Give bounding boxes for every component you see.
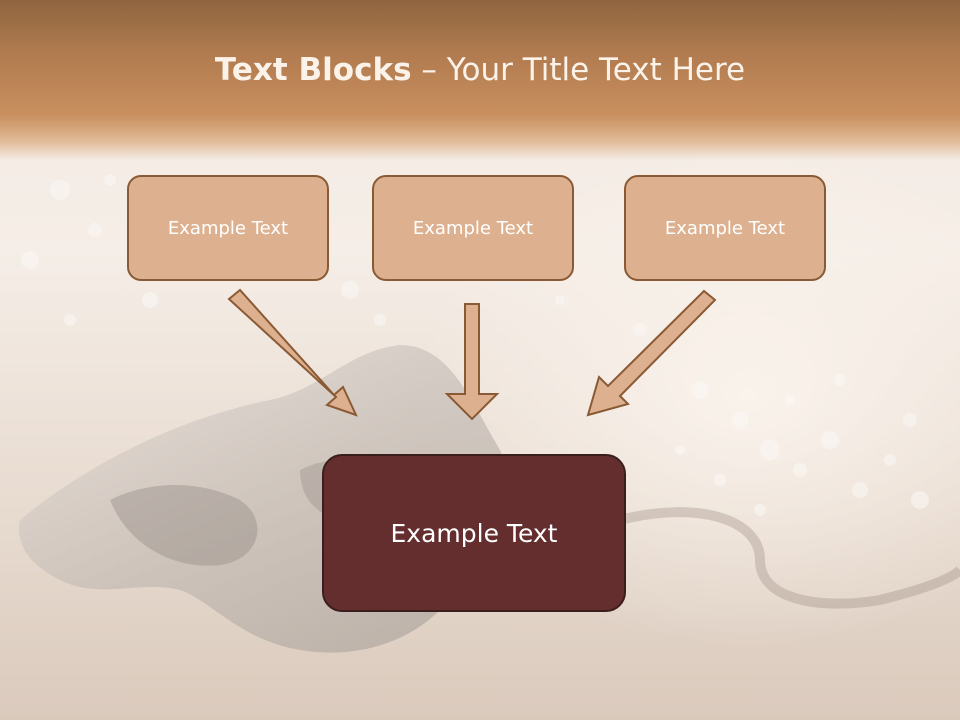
title-band (0, 0, 960, 160)
arrow-middle-icon (444, 303, 500, 421)
arrow-left-icon (227, 288, 358, 417)
arrow-right-icon (586, 289, 717, 417)
slide-title: Text Blocks – Your Title Text Here (0, 52, 960, 88)
text-block-2-label: Example Text (412, 217, 534, 239)
title-rest-part: Your Title Text Here (446, 52, 746, 88)
text-block-2[interactable]: Example Text (372, 175, 574, 281)
text-block-1-label: Example Text (167, 217, 289, 239)
text-block-3-label: Example Text (664, 217, 786, 239)
text-block-3[interactable]: Example Text (624, 175, 826, 281)
text-block-1[interactable]: Example Text (127, 175, 329, 281)
title-bold-part: Text Blocks (214, 52, 412, 88)
title-dash: – (421, 52, 437, 88)
target-text-block-label: Example Text (390, 518, 558, 548)
target-text-block[interactable]: Example Text (322, 454, 626, 612)
